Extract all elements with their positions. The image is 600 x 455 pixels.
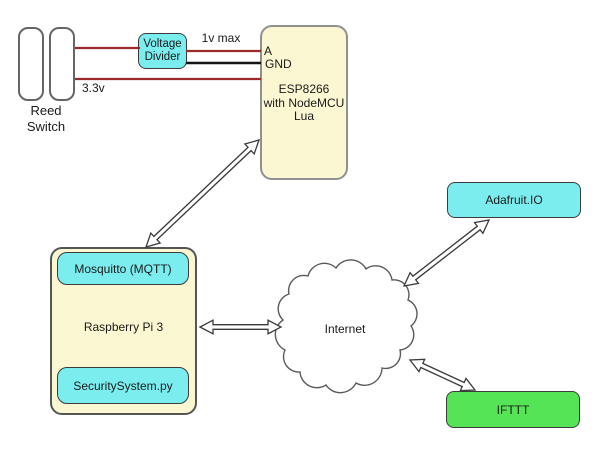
reed-switch-label-line2: Switch <box>26 119 66 134</box>
esp8266-label-line3: Lua <box>293 109 315 123</box>
arrow-internet-adafruit <box>402 219 491 287</box>
esp8266-label-line1: ESP8266 <box>278 82 330 96</box>
wire-label-1v-max: 1v max <box>201 31 241 45</box>
ifttt-node: IFTTT <box>446 391 580 428</box>
arrow-rpi-esp <box>144 139 261 248</box>
securitysystem-node: SecuritySystem.py <box>57 367 189 404</box>
mosquitto-mqtt-label: Mosquitto (MQTT) <box>74 261 172 276</box>
reed-switch-contact-right <box>49 27 75 101</box>
esp8266-label-line2: with NodeMCU <box>263 95 345 110</box>
esp8266-node <box>260 25 348 180</box>
adafruit-io-node: Adafruit.IO <box>447 182 581 218</box>
reed-switch-contact-left <box>18 27 44 101</box>
arrow-rpi-internet <box>198 319 283 335</box>
esp8266-pin-a-label: A <box>264 44 273 58</box>
voltage-divider-label-line2: Divider <box>144 51 181 63</box>
arrow-internet-ifttt <box>408 358 477 392</box>
internet-label: Internet <box>324 322 366 336</box>
voltage-divider-label-line1: Voltage <box>143 38 182 50</box>
mosquitto-mqtt-node: Mosquitto (MQTT) <box>57 252 189 285</box>
esp8266-pin-gnd-label: GND <box>265 57 292 71</box>
adafruit-io-label: Adafruit.IO <box>485 193 543 207</box>
reed-switch-label-line1: Reed <box>30 103 62 118</box>
ifttt-label: IFTTT <box>496 402 530 417</box>
esp8266-label: ESP8266 with NodeMCU Lua <box>260 82 348 124</box>
wire-label-3v3: 3.3v <box>82 81 105 95</box>
reed-switch-label: Reed Switch <box>6 103 86 135</box>
raspberry-pi-label: Raspberry Pi 3 <box>83 320 164 334</box>
securitysystem-label: SecuritySystem.py <box>73 378 173 393</box>
voltage-divider-node: Voltage Divider <box>138 33 187 69</box>
